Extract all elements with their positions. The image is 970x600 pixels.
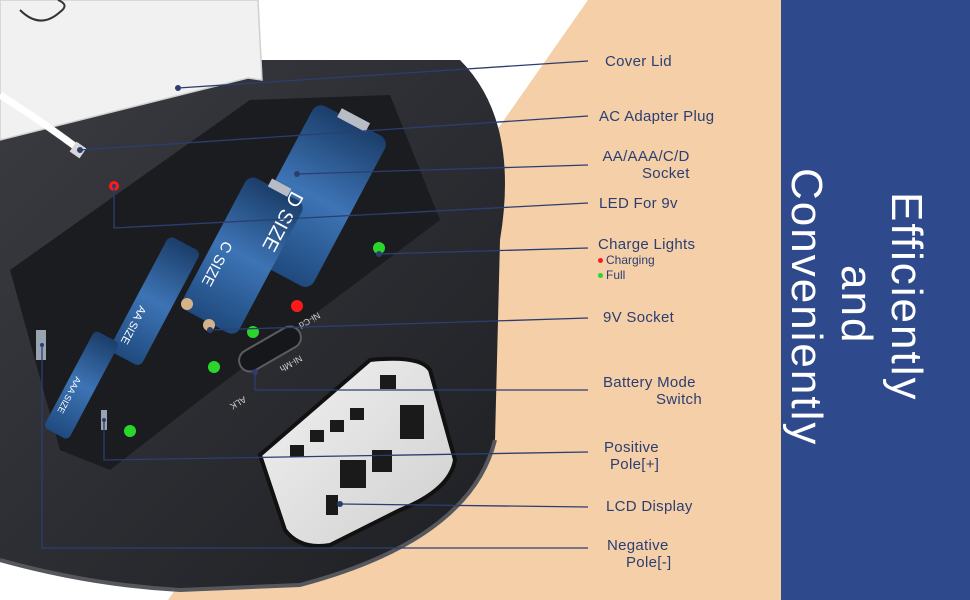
callout-socket-9v-text: 9V Socket (603, 309, 675, 326)
line-mode-switch (254, 372, 588, 391)
callout-cover-lid: Cover Lid (605, 53, 672, 70)
red-dot-icon (598, 258, 603, 264)
ac-cable (0, 92, 83, 153)
cover-lid (0, 0, 263, 141)
aa-battery (110, 237, 199, 365)
line-charge-lights (378, 247, 589, 255)
line-ac-adapter (79, 115, 589, 151)
callout-lcd-display-text: LCD Display (606, 498, 693, 515)
slogan-line1: Efficiently (882, 192, 931, 402)
c-battery (182, 177, 303, 334)
legend-full: Full (598, 268, 625, 282)
mode-switch[interactable] (235, 322, 305, 375)
callout-mode-switch-line1: Battery Mode (603, 374, 696, 391)
line-socket-9v (209, 317, 589, 331)
line-lcd-display (339, 503, 589, 508)
slogan-line2: and (832, 265, 881, 345)
callout-negative-pole-line2: Pole[-] (626, 554, 672, 571)
line-led-9v (113, 186, 589, 229)
callout-lines (41, 60, 589, 549)
legend-charging-text: Charging (606, 253, 655, 267)
legend-charging: Charging (598, 253, 655, 267)
callout-endpoints (40, 85, 382, 507)
callout-charge-lights: Charge Lights (598, 236, 695, 253)
callout-socket-9v: 9V Socket (603, 309, 674, 326)
legend-full-text: Full (606, 268, 626, 282)
callout-led-9v: LED For 9v (599, 195, 678, 212)
line-socket (296, 164, 589, 175)
callout-negative-pole: Negative Pole[-] (607, 537, 671, 571)
callout-mode-switch: Battery Mode Switch (603, 374, 702, 408)
callout-positive-pole: Positive Pole[+] (604, 439, 659, 473)
line-cover-lid (177, 60, 589, 89)
line-negative-pole (41, 345, 588, 549)
lid-scribble (19, 0, 66, 22)
callout-socket-line1: AA/AAA/C/D (602, 148, 690, 165)
aaa-battery (45, 331, 118, 439)
slogan-panel: Efficiently and Conveniently (781, 0, 970, 600)
line-positive-pole (103, 420, 589, 461)
led-charge-green-2 (247, 326, 259, 338)
callout-positive-pole-line2: Pole[+] (610, 456, 660, 473)
lcd-segments (290, 375, 424, 515)
callout-cover-lid-text: Cover Lid (605, 53, 672, 70)
callout-led-9v-text: LED For 9v (599, 195, 678, 212)
led-charge-green-4 (124, 425, 136, 437)
callout-ac-adapter-text: AC Adapter Plug (599, 108, 715, 125)
callout-positive-pole-line1: Positive (604, 439, 659, 456)
charger-rim (0, 439, 497, 593)
callout-ac-adapter: AC Adapter Plug (599, 108, 714, 125)
callout-socket: AA/AAA/C/D Socket (598, 148, 690, 182)
callout-socket-line2: Socket (642, 165, 690, 182)
led-charge-red (291, 300, 303, 312)
callout-charge-lights-text: Charge Lights (598, 236, 696, 253)
led-charge-green-3 (208, 361, 220, 373)
green-dot-icon (598, 273, 603, 279)
callout-negative-pole-line1: Negative (607, 537, 669, 554)
callout-mode-switch-line2: Switch (656, 391, 702, 408)
socket-9v-terminal-1 (181, 298, 193, 310)
led-charge-green-1 (373, 242, 385, 254)
slogan-line3: Conveniently (782, 168, 831, 447)
callout-lcd-display: LCD Display (606, 498, 693, 515)
